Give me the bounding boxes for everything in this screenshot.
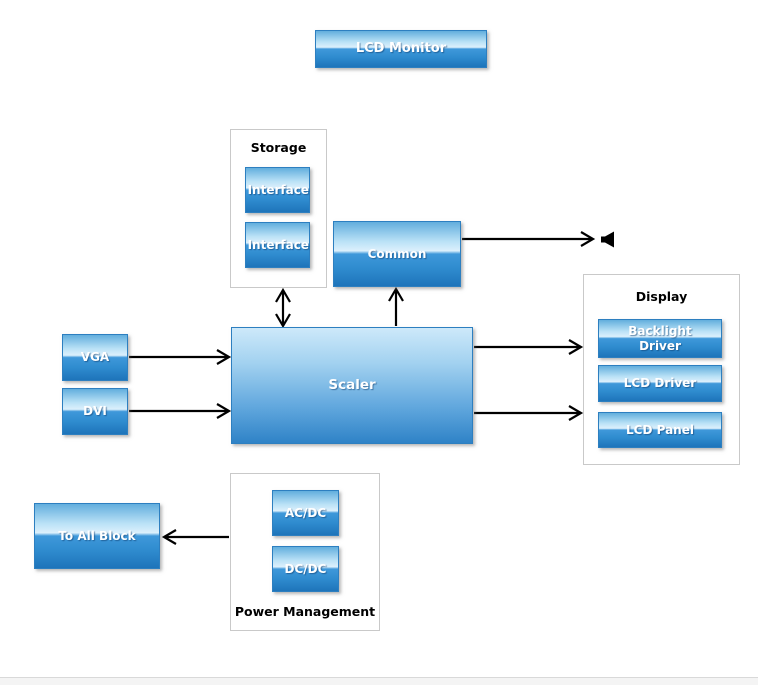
node-vga: VGA: [62, 334, 128, 381]
arrow-dvi-to-scaler: [129, 403, 232, 419]
node-backlight-driver: Backlight Driver: [598, 319, 722, 358]
node-dvi: DVI: [62, 388, 128, 435]
node-dvi-label: DVI: [83, 404, 107, 418]
arrow-scaler-to-display-bottom: [474, 405, 584, 421]
arrow-scaler-to-display-top: [474, 339, 584, 355]
node-scaler: Scaler: [231, 327, 473, 444]
node-lcd-monitor-label: LCD Monitor: [355, 40, 447, 56]
node-to-all-block: To All Block: [34, 503, 160, 569]
arrow-storage-scaler-bidirectional: [275, 287, 291, 329]
node-ac-dc-label: AC/DC: [284, 505, 327, 520]
page-bottom-divider: [0, 677, 758, 678]
node-ac-dc: AC/DC: [272, 490, 339, 536]
node-common: Common: [333, 221, 461, 287]
speaker-icon: [601, 231, 614, 248]
node-scaler-label: Scaler: [328, 377, 376, 394]
node-interface-1: Interface: [245, 167, 310, 213]
node-interface-2-label: Interface: [247, 237, 309, 252]
node-lcd-driver: LCD Driver: [598, 365, 722, 402]
arrow-power-to-all-block: [161, 529, 229, 545]
node-lcd-monitor: LCD Monitor: [315, 30, 487, 68]
arrow-common-to-speaker: [462, 231, 596, 247]
power-management-group-label: Power Management: [234, 604, 376, 619]
node-to-all-block-label: To All Block: [58, 528, 136, 543]
node-lcd-panel-label: LCD Panel: [626, 422, 694, 437]
node-dc-dc-label: DC/DC: [284, 561, 327, 576]
node-common-label: Common: [367, 246, 427, 261]
node-vga-label: VGA: [80, 350, 110, 364]
arrow-scaler-to-common: [388, 286, 404, 326]
arrow-vga-to-scaler: [129, 349, 232, 365]
page-bottom-strip: [0, 678, 758, 685]
node-backlight-driver-label: Backlight Driver: [628, 323, 692, 353]
node-interface-2: Interface: [245, 222, 310, 268]
node-lcd-driver-label: LCD Driver: [623, 376, 697, 390]
display-group-label: Display: [635, 289, 688, 304]
node-lcd-panel: LCD Panel: [598, 412, 722, 448]
node-dc-dc: DC/DC: [272, 546, 339, 592]
node-interface-1-label: Interface: [247, 182, 309, 197]
storage-group-label: Storage: [250, 140, 307, 155]
